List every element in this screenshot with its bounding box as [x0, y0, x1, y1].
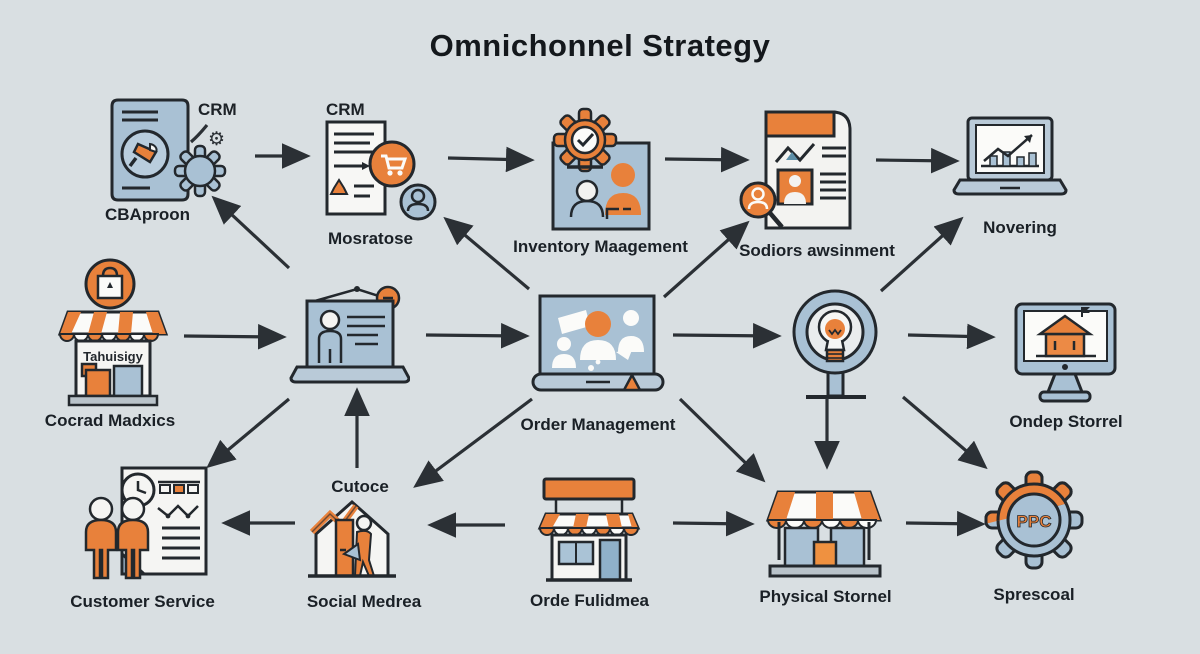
gear-icon: [173, 144, 227, 198]
storefront-awning-icon: [765, 490, 883, 578]
arrow: [443, 216, 531, 291]
house-icon: [1036, 307, 1096, 358]
monitor-house-icon: [1014, 302, 1117, 403]
gear-check-icon: [552, 107, 618, 173]
storefront-bag-icon: Tahuisigy: [57, 258, 169, 407]
document-cart-user-icon: [325, 120, 437, 221]
shopping-bag-icon: [84, 258, 136, 310]
cart-icon: [368, 140, 416, 188]
awning: [765, 490, 883, 529]
people-icon: [84, 496, 150, 580]
arrow: [183, 323, 287, 350]
table-chart-icon: [158, 480, 200, 494]
arrow: [662, 220, 750, 299]
arrow: [447, 146, 535, 173]
people-report-icon: [84, 466, 208, 580]
arrow: [672, 322, 782, 349]
arrow: [413, 397, 533, 488]
arrow: [907, 323, 996, 350]
arrow: [879, 216, 964, 293]
page-title: Omnichonnel Strategy: [429, 28, 771, 63]
document-magnifier-gear-icon: [110, 98, 227, 202]
storefront-icon: [537, 477, 641, 582]
house-person-icon: [308, 499, 396, 578]
awning: [537, 512, 641, 536]
crm-callout-line: [189, 124, 209, 144]
ppc-badge-text: PPC: [1017, 512, 1052, 531]
person-megaphone-icon: [341, 514, 376, 577]
report-user-search-icon: [739, 110, 852, 230]
arrow: [901, 395, 988, 470]
user-icon: [399, 183, 437, 221]
gear-ppc-icon: PPC: [984, 470, 1084, 570]
lightbulb-icon: [792, 289, 878, 399]
laptop-team-icon: [531, 294, 665, 392]
arrow: [211, 195, 291, 270]
arrow: [664, 146, 750, 173]
arrow: [425, 322, 530, 349]
arrow: [875, 147, 960, 174]
arrow: [672, 510, 755, 537]
arrow: [206, 397, 291, 469]
awning: [57, 310, 169, 342]
gear-check-people-icon: [551, 107, 651, 231]
arrow: [905, 510, 986, 537]
laptop-presenter-icon: [289, 285, 410, 384]
arrow: [678, 397, 766, 483]
store-sign-text: Tahuisigy: [83, 349, 143, 364]
user-search-icon: [739, 181, 784, 229]
laptop-chart-icon: [952, 116, 1068, 196]
